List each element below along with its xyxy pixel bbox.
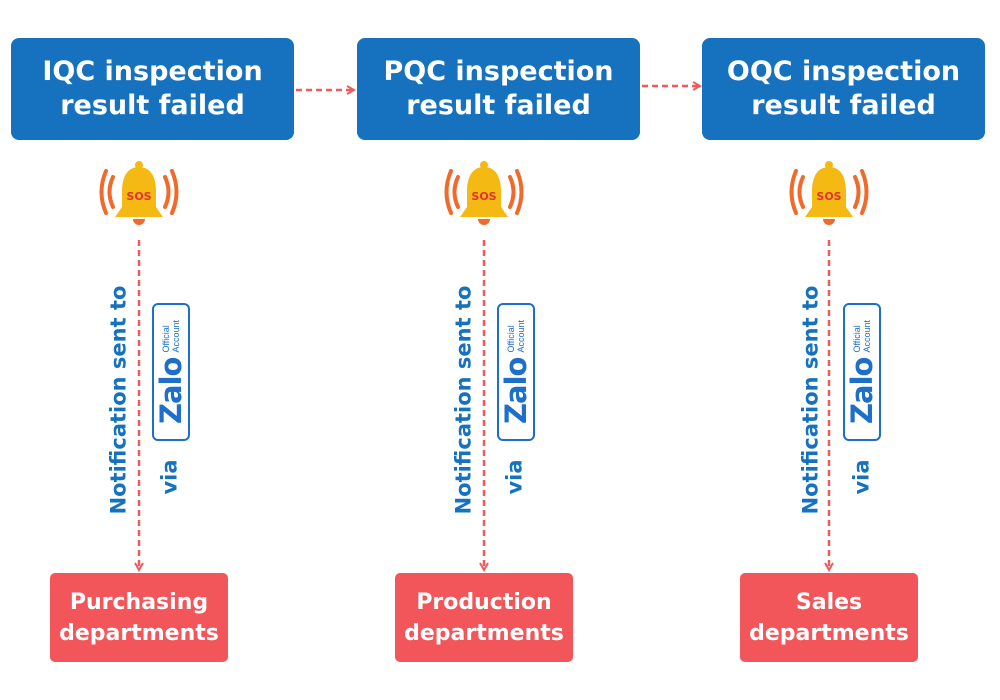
- zalo-sub1-text: Official: [852, 325, 862, 353]
- stage-pqc-line1: PQC inspection: [383, 56, 614, 87]
- notification-sent-to-text: Notification sent to: [106, 285, 131, 515]
- department-sales: Sales departments: [740, 573, 918, 662]
- department-production-line2: departments: [404, 620, 564, 646]
- notification-label: Notification sent to: [448, 268, 478, 532]
- zalo-brand-text: Zalo: [499, 357, 533, 424]
- stage-oqc: OQC inspection result failed: [702, 38, 985, 140]
- stage-pqc-line2: result failed: [406, 90, 591, 121]
- sos-bell-icon: SOS: [789, 161, 869, 225]
- zalo-official-account-logo: Zalo Official Account: [843, 303, 881, 441]
- department-sales-line2: departments: [749, 620, 909, 646]
- sos-bell-icon: SOS: [99, 161, 179, 225]
- via-label: via: [500, 452, 530, 502]
- zalo-sub2-text: Account: [862, 320, 872, 353]
- department-sales-line1: Sales: [795, 589, 863, 615]
- zalo-brand-text: Zalo: [845, 357, 879, 424]
- department-purchasing-line1: Purchasing: [69, 589, 209, 615]
- stage-iqc: IQC inspection result failed: [11, 38, 294, 140]
- stage-pqc: PQC inspection result failed: [357, 38, 640, 140]
- notification-sent-to-text: Notification sent to: [798, 285, 823, 515]
- notification-label: Notification sent to: [795, 268, 825, 532]
- zalo-sub1-text: Official: [506, 325, 516, 353]
- department-purchasing-line2: departments: [59, 620, 219, 646]
- zalo-brand-text: Zalo: [154, 357, 188, 424]
- via-label: via: [155, 452, 185, 502]
- via-text: via: [158, 459, 182, 495]
- stage-iqc-line1: IQC inspection: [42, 56, 263, 87]
- stage-oqc-line2: result failed: [751, 90, 936, 121]
- bell-sos-label: SOS: [126, 190, 151, 203]
- department-production: Production departments: [395, 573, 573, 662]
- zalo-official-account-logo: Zalo Official Account: [152, 303, 190, 441]
- bell-sos-label: SOS: [471, 190, 496, 203]
- sos-bell-icon: SOS: [444, 161, 524, 225]
- zalo-sub1-text: Official: [161, 325, 171, 353]
- department-production-line1: Production: [416, 589, 552, 615]
- zalo-sub2-text: Account: [516, 320, 526, 353]
- stage-oqc-line1: OQC inspection: [726, 56, 961, 87]
- bell-sos-label: SOS: [816, 190, 841, 203]
- stage-iqc-line2: result failed: [60, 90, 245, 121]
- via-label: via: [847, 452, 877, 502]
- via-text: via: [503, 459, 527, 495]
- notification-sent-to-text: Notification sent to: [451, 285, 476, 515]
- zalo-sub2-text: Account: [171, 320, 181, 353]
- zalo-official-account-logo: Zalo Official Account: [497, 303, 535, 441]
- via-text: via: [850, 459, 874, 495]
- notification-label: Notification sent to: [103, 268, 133, 532]
- department-purchasing: Purchasing departments: [50, 573, 228, 662]
